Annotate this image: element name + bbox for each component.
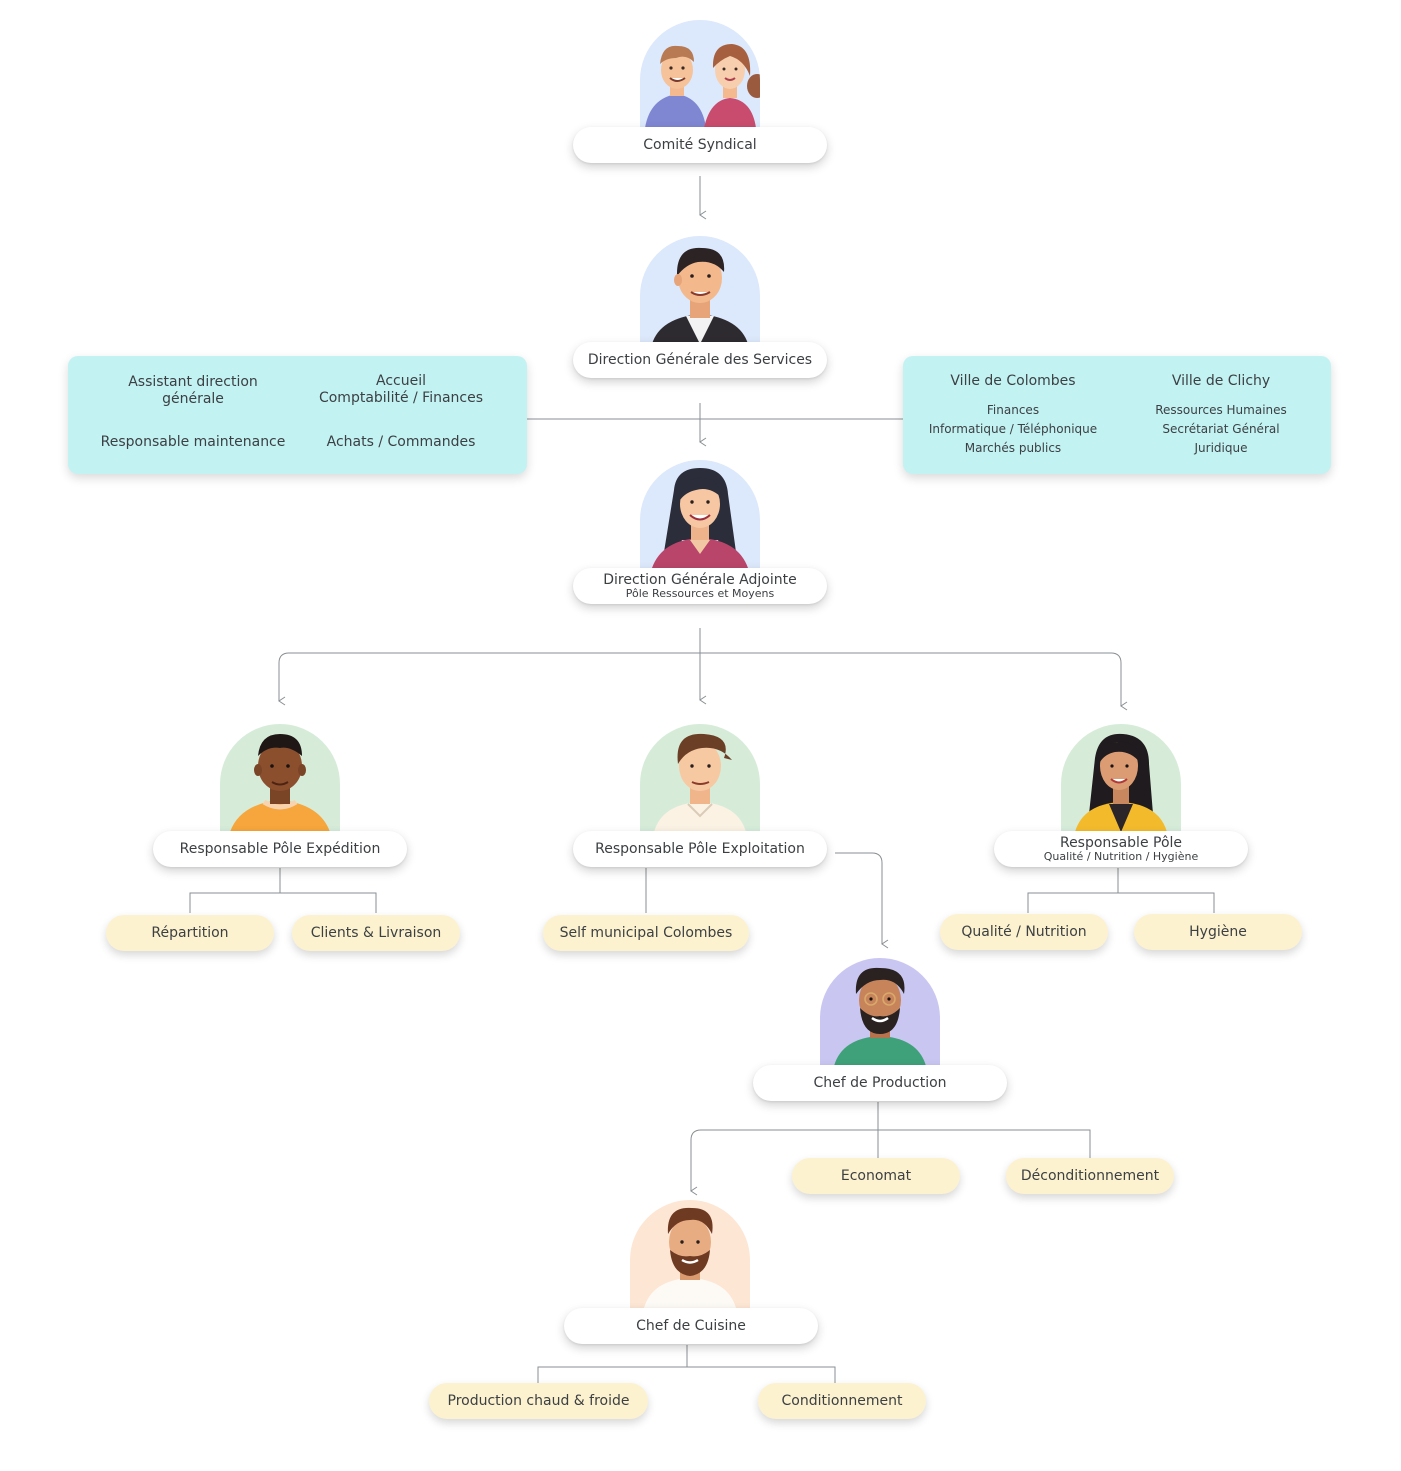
comite-syndical-node: Comité Syndical [573,127,827,163]
pill-hygiene: Hygiène [1134,914,1302,950]
arrow-production-cuisine [690,1129,702,1196]
exploitation-title: Responsable Pôle Exploitation [595,840,805,857]
production-avatar [820,958,940,1066]
dgs-avatar [640,236,760,344]
pill-conditionnement: Conditionnement [758,1383,926,1419]
clichy-items: Ressources Humaines Secrétariat Général … [1155,403,1287,455]
staff-box-left: Assistant direction générale Accueil Com… [68,356,527,474]
accueil-comptabilite-label: Accueil Comptabilité / Finances [318,373,484,406]
pill-clients-livraison: Clients & Livraison [292,915,460,951]
clichy-title: Ville de Clichy [1171,373,1271,389]
staff-box-right: Ville de Colombes Finances Informatique … [903,356,1331,474]
colombes-items: Finances Informatique / Téléphonique Mar… [928,403,1098,455]
cuisine-title: Chef de Cuisine [636,1317,746,1334]
pill-economat: Economat [792,1158,960,1194]
qualite-subtitle: Qualité / Nutrition / Hygiène [1043,849,1199,863]
pill-self-municipal: Self municipal Colombes [543,915,749,951]
production-title: Chef de Production [813,1074,947,1091]
comite-avatar [640,20,760,128]
exploitation-node: Responsable Pôle Exploitation [573,831,827,867]
dgs-node: Direction Générale des Services [573,342,827,378]
expedition-title: Responsable Pôle Expédition [179,840,381,857]
qualite-title: Responsable Pôle [1059,834,1183,851]
exploitation-avatar [640,724,760,832]
cuisine-avatar [630,1200,750,1308]
assistant-direction-label: Assistant direction générale [128,374,258,407]
qualite-node: Responsable Pôle Qualité / Nutrition / H… [994,831,1248,867]
dga-title: Direction Générale Adjointe [603,571,797,588]
colombes-title: Ville de Colombes [950,373,1076,389]
pill-repartition: Répartition [106,915,274,951]
arrow-dga-qualite [700,652,1128,711]
expedition-node: Responsable Pôle Expédition [153,831,407,867]
cuisine-node: Chef de Cuisine [564,1308,818,1344]
pill-production-chaud-froide: Production chaud & froide [429,1383,648,1419]
line-qualite-children [1027,868,1215,913]
expedition-avatar [220,724,340,832]
comite-syndical-title: Comité Syndical [643,136,757,153]
arrow-exploitation-production [835,852,889,949]
pill-qualite-nutrition: Qualité / Nutrition [940,914,1108,950]
dgs-title: Direction Générale des Services [587,351,813,368]
arrow-dga-expedition [278,652,700,706]
dga-avatar [640,460,760,568]
dga-subtitle: Pôle Ressources et Moyens [625,586,775,600]
line-production-children [701,1102,1091,1158]
maintenance-label: Responsable maintenance [100,434,286,450]
qualite-avatar [1061,724,1181,832]
production-node: Chef de Production [753,1065,1007,1101]
pill-deconditionnement: Déconditionnement [1006,1158,1174,1194]
dga-node: Direction Générale Adjointe Pôle Ressour… [573,568,827,604]
line-cuisine-children [537,1345,836,1383]
line-expedition-children [189,868,377,913]
achats-label: Achats / Commandes [326,434,476,450]
